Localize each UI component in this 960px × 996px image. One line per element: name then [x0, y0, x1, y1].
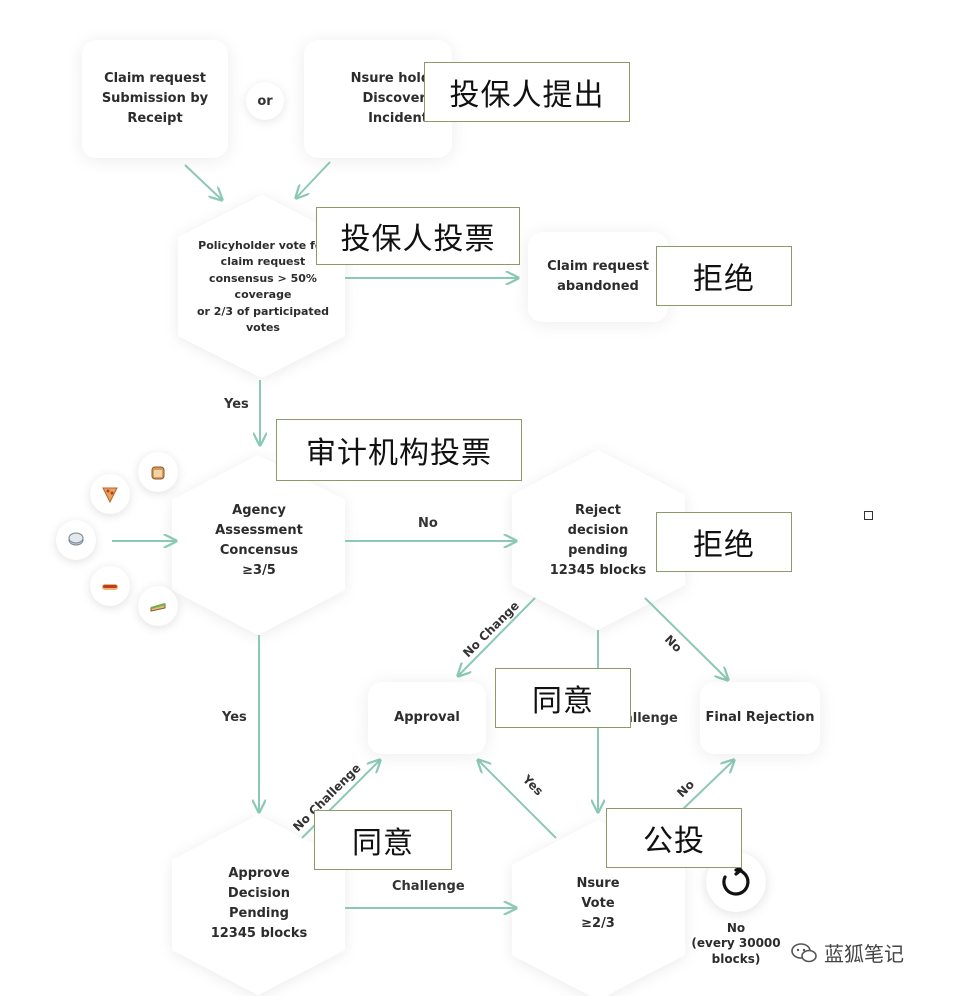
wechat-icon — [791, 942, 817, 962]
edge-label-no-change: No Change — [460, 598, 522, 660]
edge-label-no-2: No — [662, 632, 685, 655]
coin-icon — [56, 520, 96, 560]
edge-label-yes-1: Yes — [224, 397, 249, 412]
node-agency-assessment: Agency Assessment Concensus ≥3/5 — [180, 490, 338, 592]
node-claim-abandoned-text: Claim request abandoned — [547, 258, 649, 294]
sandwich-icon — [138, 586, 178, 626]
annotation-agree-1: 同意 — [495, 668, 631, 728]
arrow-reject-to-final — [644, 597, 728, 680]
annotation-proposer: 投保人提出 — [424, 62, 630, 122]
hex-agency-assessment — [172, 455, 345, 635]
annotation-reject-2: 拒绝 — [656, 512, 792, 572]
watermark-text: 蓝狐笔记 — [824, 942, 904, 966]
hotdog-icon — [90, 566, 130, 606]
annotation-audit-vote: 审计机构投票 — [276, 419, 522, 481]
node-reject-pending: Reject decision pending 12345 blocks — [520, 490, 676, 592]
or-text: or — [257, 93, 273, 109]
toast-icon — [138, 452, 178, 492]
node-claim-abandoned: Claim request abandoned — [528, 232, 668, 322]
edge-label-no-3: No — [674, 777, 697, 800]
node-approve-pending-text: Approve Decision Pending 12345 blocks — [210, 865, 308, 942]
arrow-discovers-to-vote — [296, 161, 331, 198]
edge-label-no-1: No — [418, 516, 438, 531]
arrow-nsure-to-final — [681, 760, 734, 811]
hex-reject-pending — [512, 450, 685, 630]
node-policyholder-vote: Policyholder vote for claim request cons… — [190, 222, 336, 352]
annotation-holder-vote: 投保人投票 — [316, 207, 520, 265]
arrow-reject-to-approval — [458, 597, 536, 676]
node-no-every-text: No (every 30000 blocks) — [691, 920, 781, 966]
arrow-nsure-to-approval — [478, 760, 557, 839]
node-nsure-vote: Nsure Vote ≥2/3 — [520, 862, 676, 946]
node-claim-submission-text: Claim request Submission by Receipt — [101, 70, 209, 127]
or-connector: or — [246, 82, 284, 120]
hex-approve-pending — [172, 815, 345, 995]
hex-policyholder-vote — [178, 195, 345, 378]
watermark: 蓝狐笔记 — [790, 938, 904, 967]
node-claim-submission: Claim request Submission by Receipt — [82, 40, 228, 158]
node-final-rejection: Final Rejection — [700, 682, 820, 754]
annotation-public-vote: 公投 — [606, 808, 742, 868]
node-approval: Approval — [368, 682, 486, 754]
annotation-agree-2: 同意 — [314, 810, 452, 870]
arrow-submission-to-vote — [184, 164, 222, 200]
edge-label-challenge-2: Challenge — [392, 879, 465, 894]
edge-label-challenge-1: allenge — [624, 711, 678, 726]
node-policyholder-vote-text: Policyholder vote for claim request cons… — [196, 238, 330, 335]
node-no-every: No (every 30000 blocks) — [680, 918, 792, 970]
node-approve-pending: Approve Decision Pending 12345 blocks — [180, 853, 338, 955]
node-approval-text: Approval — [394, 709, 460, 725]
node-nsure-vote-text: Nsure Vote ≥2/3 — [576, 875, 620, 932]
edge-label-yes-2: Yes — [222, 710, 247, 725]
node-final-rejection-text: Final Rejection — [705, 709, 815, 725]
node-reject-pending-text: Reject decision pending 12345 blocks — [549, 502, 647, 579]
pizza-icon — [90, 474, 130, 514]
small-square-marker — [864, 511, 873, 520]
edge-label-yes-3: Yes — [519, 772, 546, 799]
node-agency-assessment-text: Agency Assessment Concensus ≥3/5 — [215, 502, 303, 579]
annotation-reject-1: 拒绝 — [656, 246, 792, 306]
